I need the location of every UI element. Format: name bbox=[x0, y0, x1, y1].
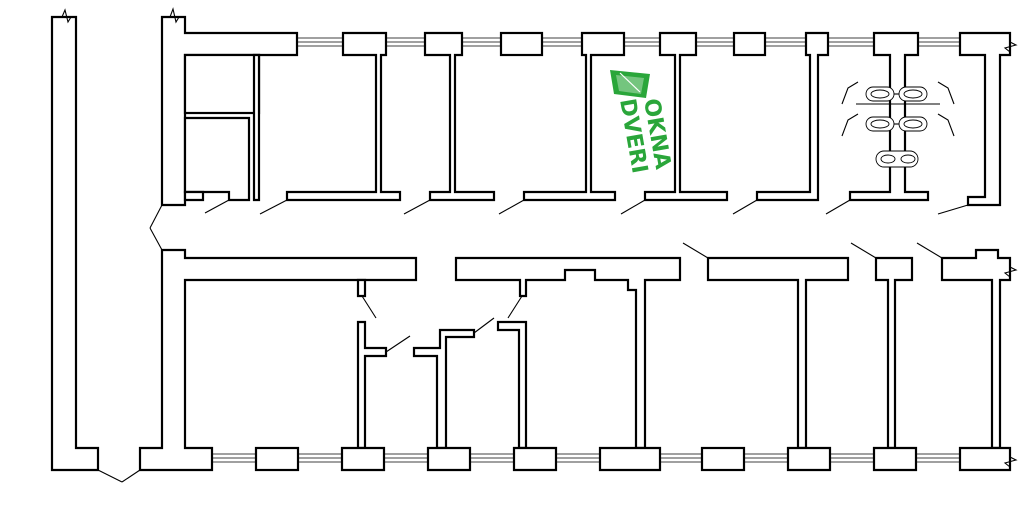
partition-wc-1 bbox=[356, 320, 388, 450]
washroom-fixtures bbox=[841, 81, 955, 168]
closet-room-upper bbox=[183, 53, 261, 115]
sink-icon bbox=[875, 150, 919, 168]
door-swings bbox=[97, 199, 969, 483]
top-right-break-mark bbox=[1003, 37, 1018, 53]
partition-wc-3 bbox=[496, 320, 528, 450]
corridor-wall-right3 bbox=[940, 248, 1012, 450]
top-pier-2 bbox=[423, 31, 496, 202]
sink-icon bbox=[865, 116, 899, 132]
corridor-wall-right1 bbox=[706, 256, 850, 450]
bottom-pier-1 bbox=[254, 446, 300, 472]
bottom-pier-8 bbox=[872, 446, 918, 472]
corridor-wall-middle bbox=[454, 256, 682, 450]
sink-icon bbox=[865, 86, 899, 102]
top-pier-4 bbox=[522, 31, 626, 202]
top-pier-3 bbox=[499, 31, 544, 57]
top-pier-7 bbox=[755, 31, 830, 202]
bottom-pier-5 bbox=[598, 446, 662, 472]
bottom-pier-6 bbox=[700, 446, 746, 472]
corridor-wall-right2 bbox=[874, 256, 914, 450]
top-left-break-mark bbox=[166, 7, 180, 24]
left-stair-wall bbox=[50, 15, 100, 472]
partition-stub-a bbox=[356, 278, 367, 298]
top-pier-6 bbox=[732, 31, 767, 57]
top-pier-1 bbox=[285, 31, 402, 202]
top-pier-9 bbox=[958, 31, 1012, 207]
right-mid-break-mark bbox=[1003, 262, 1018, 278]
closet-room-lower bbox=[183, 116, 251, 202]
top-pier-8 bbox=[848, 31, 930, 202]
bottom-pier-4 bbox=[512, 446, 558, 472]
corridor-wall-left bbox=[138, 248, 418, 472]
bottom-pier-3 bbox=[426, 446, 472, 472]
left-break-mark bbox=[56, 8, 72, 24]
bottom-pier-2 bbox=[340, 446, 386, 472]
bottom-pier-7 bbox=[786, 446, 832, 472]
bottom-pier-9 bbox=[958, 446, 1012, 472]
window-icon bbox=[610, 70, 650, 98]
closet-divider-wall bbox=[252, 53, 261, 202]
sink-icon bbox=[898, 116, 928, 132]
top-pier-5 bbox=[643, 31, 729, 202]
partition-wc-2 bbox=[412, 328, 476, 450]
closet-door-wall bbox=[183, 190, 205, 202]
sink-icon bbox=[898, 86, 928, 102]
bottom-right-break-mark bbox=[1003, 452, 1018, 468]
okna-dveri-logo: OKNA DVERI bbox=[610, 70, 675, 175]
